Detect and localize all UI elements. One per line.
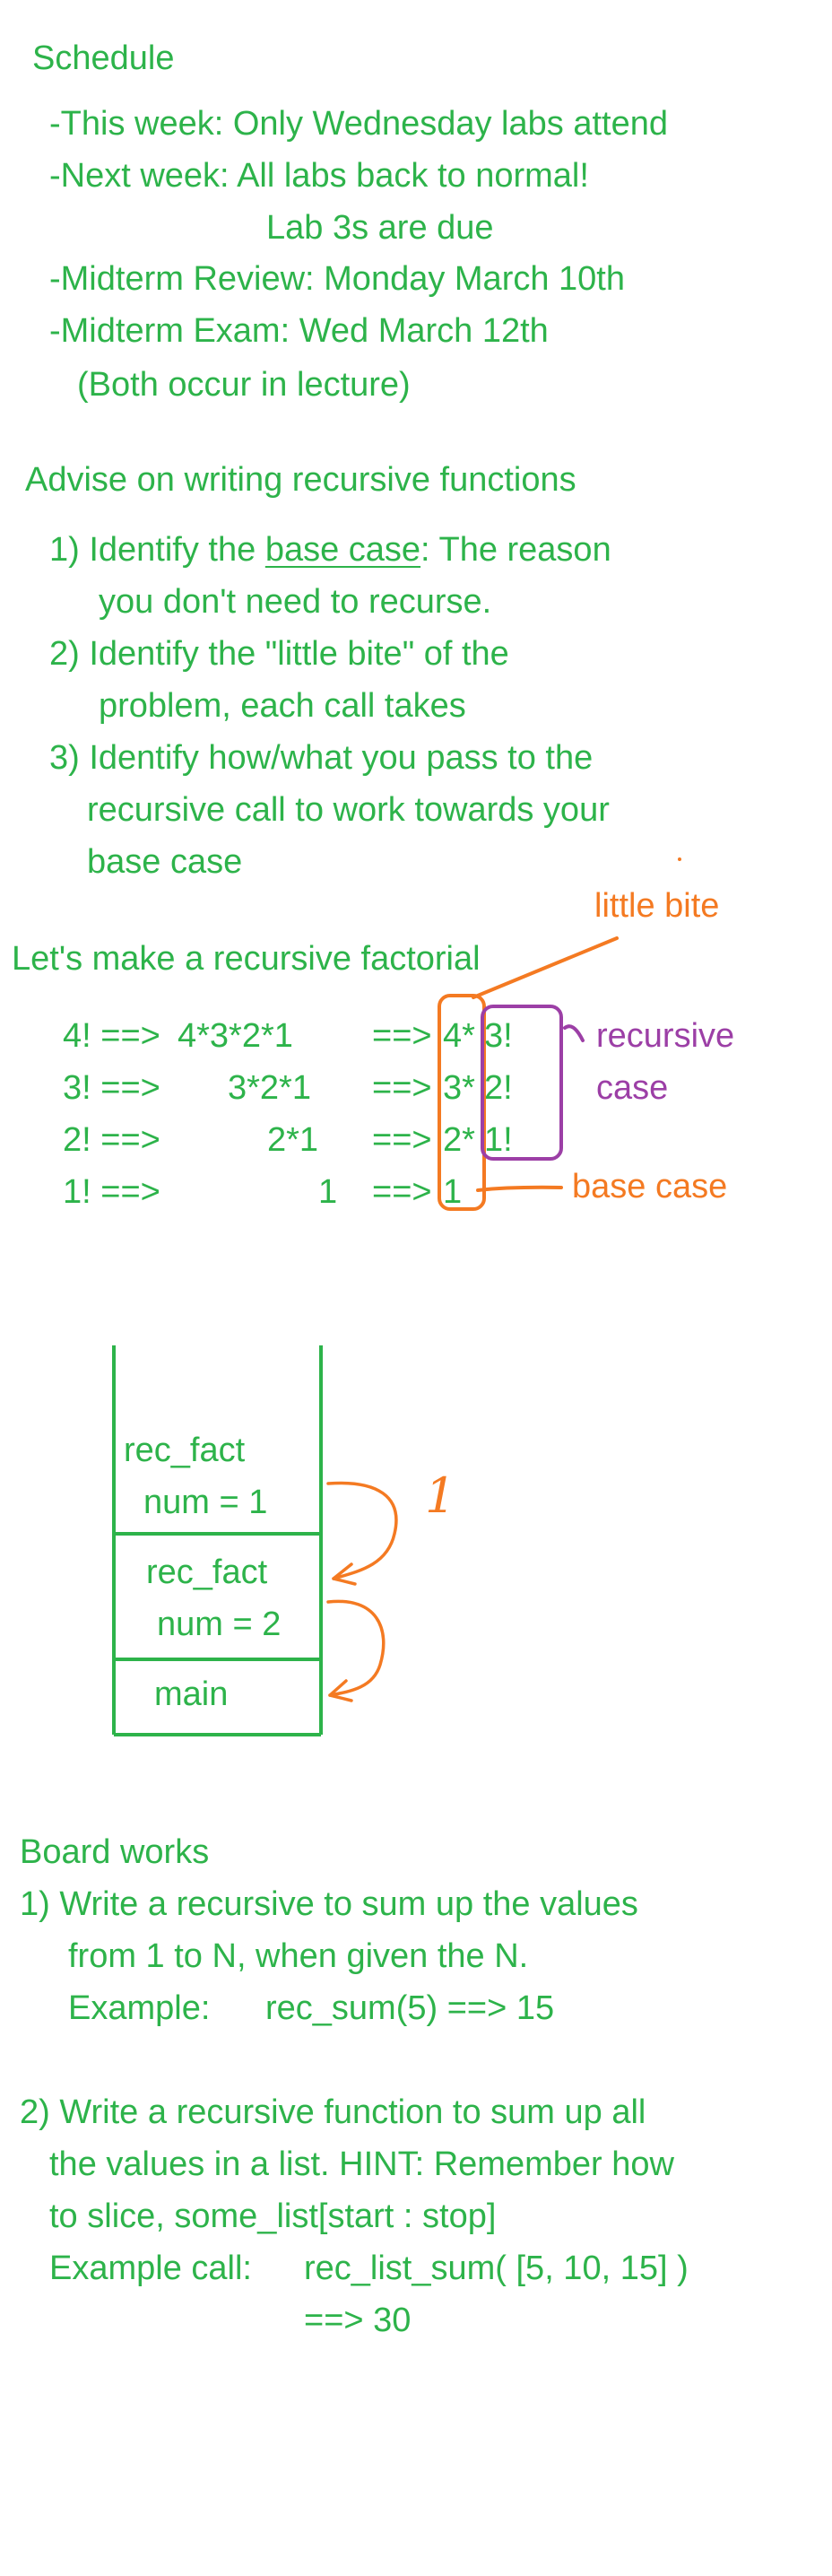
factorial-row-bite: 4* — [443, 1017, 475, 1055]
factorial-row-arrow: ==> — [372, 1017, 432, 1055]
problem-2-line: 2) Write a recursive function to sum up … — [20, 2093, 646, 2131]
return-arrowhead — [332, 1562, 357, 1586]
factorial-row-expansion: 2*1 — [267, 1121, 319, 1159]
return-arrow — [326, 1481, 398, 1580]
board-works-heading: Board works — [20, 1833, 210, 1871]
ink-dot — [678, 857, 681, 861]
advice-step-3: 3) Identify how/what you pass to the — [49, 739, 594, 777]
factorial-row-expansion: 3*2*1 — [228, 1069, 311, 1107]
stack-frame-func: rec_fact — [146, 1553, 268, 1591]
factorial-row-rest: 2! — [484, 1069, 513, 1107]
stack-frame-var: num = 2 — [157, 1606, 282, 1643]
problem-1-line: 1) Write a recursive to sum up the value… — [20, 1885, 638, 1923]
stack-frame-var: num = 1 — [143, 1484, 268, 1521]
base-case-label: base case — [572, 1168, 728, 1205]
factorial-row-lhs: 2! ==> — [63, 1121, 160, 1159]
advice-heading: Advise on writing recursive functions — [25, 461, 576, 499]
call-stack — [112, 1345, 323, 1736]
schedule-heading: Schedule — [32, 39, 175, 77]
return-arrow — [326, 1599, 386, 1697]
advice-step-1-suffix: : The reason — [420, 531, 611, 569]
factorial-row-bite: 3* — [443, 1069, 475, 1107]
advice-step-1-prefix: 1) Identify the — [49, 531, 265, 569]
problem-2-example-label: Example call: — [49, 2250, 252, 2287]
recursive-case-tick — [563, 1024, 585, 1042]
recursive-case-label: case — [596, 1069, 669, 1107]
factorial-row-rest: 1! — [484, 1121, 513, 1159]
problem-2-example: rec_list_sum( [5, 10, 15] ) — [304, 2250, 689, 2287]
problem-1-example: rec_sum(5) ==> 15 — [265, 1989, 555, 2027]
stack-frame-func: main — [154, 1675, 229, 1713]
return-arrowhead — [328, 1679, 353, 1702]
factorial-row-bite: 1 — [443, 1173, 463, 1211]
base-case-term: base case — [264, 531, 421, 569]
factorial-row-expansion: 4*3*2*1 — [178, 1017, 293, 1055]
little-bite-connector — [472, 936, 619, 999]
advice-step-3-cont: base case — [87, 843, 243, 881]
schedule-item: (Both occur in lecture) — [77, 366, 411, 404]
return-value: 1 — [425, 1467, 455, 1524]
advice-step-1-cont: you don't need to recurse. — [99, 583, 492, 621]
factorial-row-bite: 2* — [443, 1121, 475, 1159]
little-bite-label: little bite — [594, 887, 720, 925]
base-case-connector — [476, 1185, 563, 1192]
factorial-row-expansion: 1 — [318, 1173, 338, 1211]
problem-2-line: the values in a list. HINT: Remember how — [49, 2145, 674, 2183]
schedule-item: -Midterm Exam: Wed March 12th — [49, 312, 549, 350]
schedule-item: -This week: Only Wednesday labs attend — [49, 105, 668, 143]
problem-2-line: to slice, some_list[start : stop] — [49, 2197, 497, 2235]
problem-1-example-label: Example: — [68, 1989, 211, 2027]
factorial-row-lhs: 4! ==> — [63, 1017, 160, 1055]
problem-2-result: ==> 30 — [304, 2302, 412, 2339]
advice-step-2-cont: problem, each call takes — [99, 687, 466, 725]
factorial-row-rest: 3! — [484, 1017, 513, 1055]
advice-step-2: 2) Identify the "little bite" of the — [49, 635, 509, 673]
factorial-row-arrow: ==> — [372, 1069, 432, 1107]
advice-step-1: 1) Identify the base case: The reason — [49, 533, 611, 567]
factorial-row-arrow: ==> — [372, 1173, 432, 1211]
problem-1-line: from 1 to N, when given the N. — [68, 1937, 529, 1975]
recursive-case-box — [481, 1005, 563, 1161]
factorial-row-lhs: 1! ==> — [63, 1173, 160, 1211]
stack-frame-func: rec_fact — [124, 1432, 246, 1469]
factorial-heading: Let's make a recursive factorial — [12, 940, 481, 978]
little-bite-box — [438, 994, 486, 1211]
schedule-item: -Next week: All labs back to normal! — [49, 157, 589, 195]
schedule-item: -Midterm Review: Monday March 10th — [49, 260, 625, 298]
schedule-item: Lab 3s are due — [266, 209, 494, 247]
factorial-row-lhs: 3! ==> — [63, 1069, 160, 1107]
factorial-row-arrow: ==> — [372, 1121, 432, 1159]
recursive-case-label: recursive — [596, 1017, 735, 1055]
advice-step-3-cont: recursive call to work towards your — [87, 791, 610, 829]
